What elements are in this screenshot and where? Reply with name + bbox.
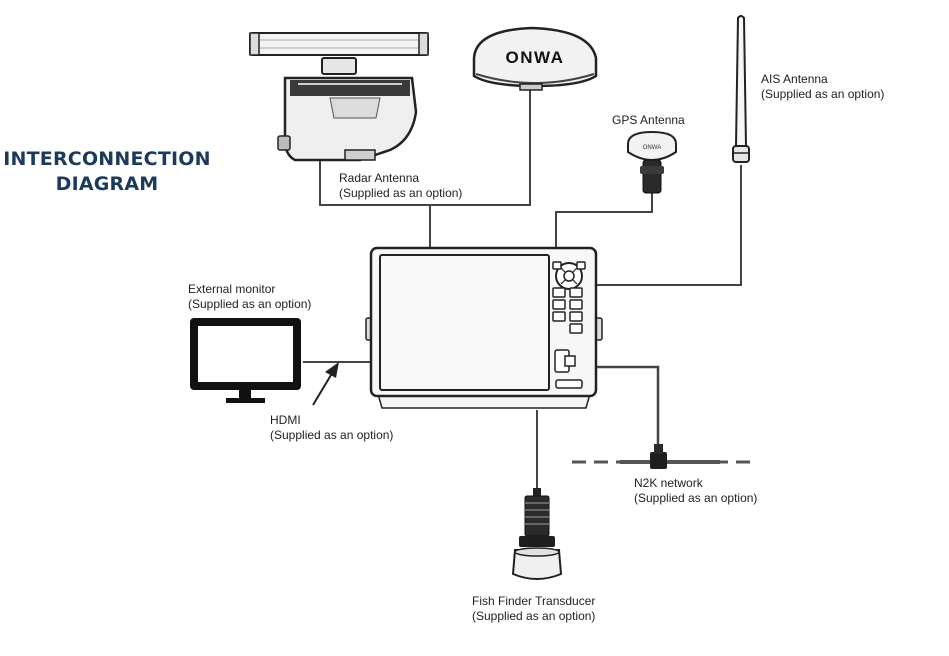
gps-cable (555, 193, 653, 250)
monitor-screen (198, 326, 293, 382)
transducer-note: (Supplied as an option) (472, 609, 596, 623)
ais-antenna-base (732, 145, 750, 163)
n2k-network-note: (Supplied as an option) (634, 491, 758, 505)
dome-brand-text: ONWA (506, 48, 565, 67)
display-keypad (552, 261, 586, 334)
diagram-title: INTERCONNECTION DIAGRAM (0, 147, 214, 197)
gps-antenna-name: GPS Antenna (612, 113, 685, 127)
gps-antenna-head (627, 130, 677, 162)
radar-cable (319, 150, 431, 250)
display-power-key (555, 379, 583, 389)
transducer-label: Fish Finder Transducer (Supplied as an o… (472, 594, 595, 624)
gps-brand-text: ONWA (643, 145, 661, 151)
n2k-network-name: N2K network (634, 476, 703, 490)
ais-antenna-whip (734, 15, 748, 147)
hdmi-name: HDMI (270, 413, 301, 427)
transducer-name: Fish Finder Transducer (472, 594, 596, 608)
fish-finder-transducer (511, 488, 563, 580)
radar-antenna-note: (Supplied as an option) (339, 186, 463, 200)
title-line-1: INTERCONNECTION (3, 148, 211, 170)
dome-radar-cable (430, 88, 531, 206)
radar-array-beam (249, 32, 429, 56)
chartplotter-display (365, 246, 603, 409)
n2k-tee-connector (650, 452, 667, 469)
ais-antenna (732, 15, 750, 163)
dome-radar-body (472, 26, 598, 88)
ais-antenna-note: (Supplied as an option) (761, 87, 885, 101)
gps-antenna-label: GPS Antenna (612, 113, 685, 128)
radar-antenna-name: Radar Antenna (339, 171, 420, 185)
n2k-tee-stem (654, 444, 663, 454)
transducer-nut (519, 536, 555, 547)
external-monitor-name: External monitor (188, 282, 276, 296)
ais-antenna-name: AIS Antenna (761, 72, 828, 86)
transducer-body (511, 549, 563, 580)
display-screen (379, 254, 550, 391)
transducer-thread (524, 495, 550, 537)
ais-cable (596, 165, 742, 286)
monitor-neck (239, 390, 251, 400)
radar-rotor (321, 57, 357, 75)
monitor-foot (226, 398, 265, 403)
cables (303, 88, 742, 490)
gps-antenna-mount (642, 159, 662, 194)
ais-antenna-label: AIS Antenna (Supplied as an option) (761, 72, 884, 102)
hdmi-note: (Supplied as an option) (270, 428, 394, 442)
n2k-drop-cable (596, 365, 660, 452)
gps-antenna: ONWA (627, 130, 677, 194)
n2k-network-label: N2K network (Supplied as an option) (634, 476, 757, 506)
dome-radar: ONWA (472, 26, 598, 91)
radar-antenna-label: Radar Antenna (Supplied as an option) (339, 171, 462, 201)
radar-antenna (249, 32, 429, 162)
external-monitor-note: (Supplied as an option) (188, 297, 312, 311)
hdmi-arrow (312, 362, 339, 406)
hdmi-label: HDMI (Supplied as an option) (270, 413, 393, 443)
title-line-2: DIAGRAM (55, 173, 159, 195)
external-monitor (190, 318, 301, 403)
external-monitor-label: External monitor (Supplied as an option) (188, 282, 311, 312)
